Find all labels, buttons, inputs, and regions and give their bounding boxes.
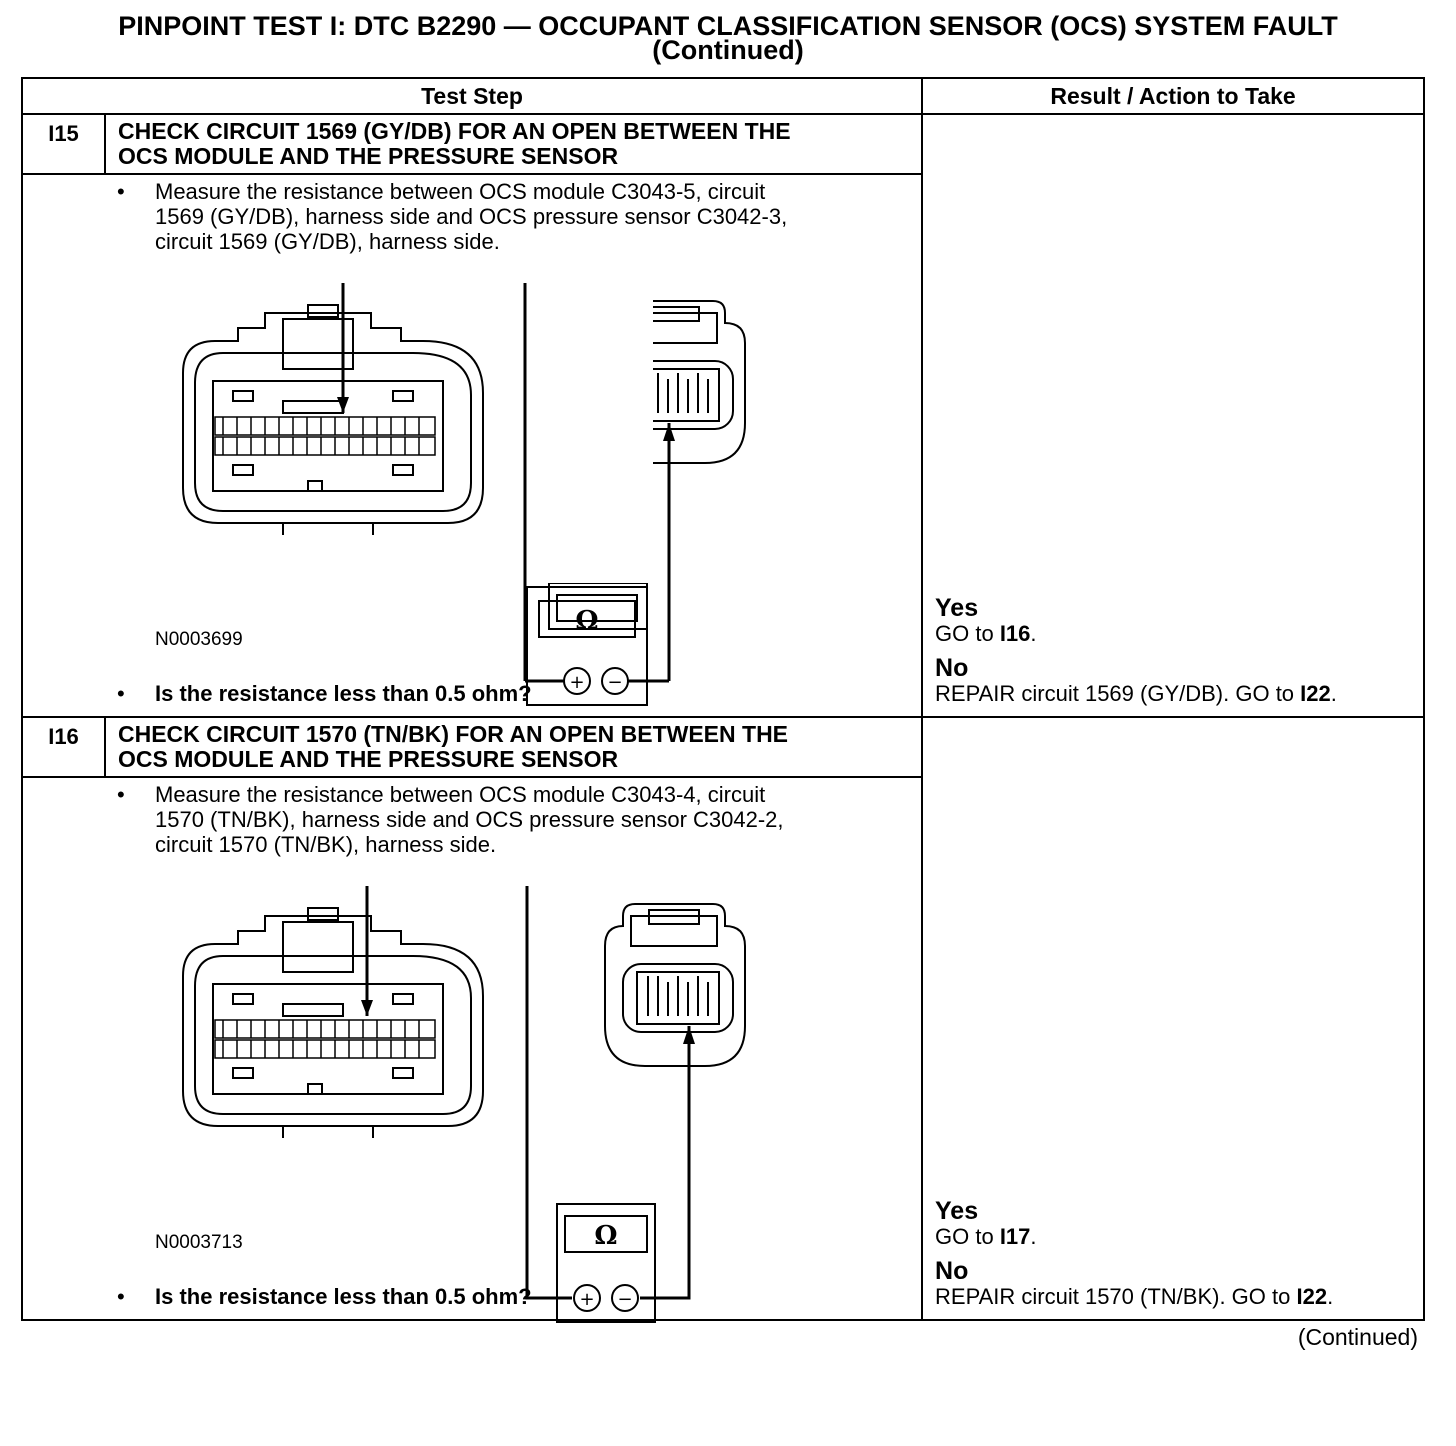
- meter-display-icon: [538, 600, 636, 639]
- bullet: •: [117, 681, 125, 707]
- step-body: • Measure the resistance between OCS mod…: [20, 173, 924, 719]
- figure-id: N0003699: [155, 629, 243, 651]
- minus-symbol: −: [607, 672, 622, 693]
- plus-terminal-icon: [573, 1284, 601, 1313]
- bullet: •: [117, 1284, 125, 1310]
- result-block: Yes GO to I16. No REPAIR circuit 1569 (G…: [935, 595, 1337, 707]
- header-test-step: Test Step: [20, 76, 924, 116]
- continued-label: (Continued): [1297, 1324, 1418, 1350]
- instruction-text: Measure the resistance between OCS modul…: [155, 179, 788, 255]
- probe-arrow-icon: [337, 397, 349, 414]
- page-subtitle: (Continued): [652, 35, 804, 65]
- step-heading-line: OCS MODULE AND THE PRESSURE SENSOR: [118, 746, 619, 773]
- bullet: •: [117, 782, 125, 808]
- no-label: No: [935, 1257, 969, 1286]
- meter-symbol: Ω: [575, 606, 598, 636]
- pin-row-icon: [214, 1019, 436, 1060]
- goto-target: I16: [999, 621, 1031, 647]
- goto-target: I22: [1300, 681, 1331, 707]
- yes-label: Yes: [935, 1197, 979, 1226]
- step-heading-line: CHECK CIRCUIT 1569 (GY/DB) FOR AN OPEN B…: [118, 118, 791, 145]
- step-heading: CHECK CIRCUIT 1570 (TN/BK) FOR AN OPEN B…: [103, 716, 924, 779]
- ocs-module-connector-icon: [182, 304, 484, 536]
- yes-action: GO to I16.: [935, 621, 1037, 647]
- connector-diagram: [182, 903, 746, 1139]
- result-block: Yes GO to I17. No REPAIR circuit 1570 (T…: [935, 1198, 1333, 1310]
- step-body: • Measure the resistance between OCS mod…: [20, 776, 924, 1324]
- step-id: I16: [21, 716, 106, 779]
- yes-action: GO to I17.: [935, 1224, 1037, 1250]
- question-text: Is the resistance less than 0.5 ohm?: [155, 1284, 532, 1310]
- header-result-action: Result / Action to Take: [921, 76, 1426, 116]
- pin-row-icon: [214, 416, 436, 457]
- step-heading-line: CHECK CIRCUIT 1570 (TN/BK) FOR AN OPEN B…: [118, 721, 789, 748]
- question-text: Is the resistance less than 0.5 ohm?: [155, 681, 532, 707]
- figure-id: N0003713: [155, 1232, 243, 1254]
- step-id: I15: [21, 113, 106, 176]
- no-action: REPAIR circuit 1570 (TN/BK). GO to I22.: [935, 1284, 1334, 1310]
- meter-symbol: Ω: [594, 1221, 617, 1251]
- meter-case-icon: [526, 586, 648, 707]
- step-heading: CHECK CIRCUIT 1569 (GY/DB) FOR AN OPEN B…: [103, 113, 924, 176]
- ohmmeter-body: Ω + −: [523, 283, 671, 707]
- step-heading-line: OCS MODULE AND THE PRESSURE SENSOR: [118, 143, 619, 170]
- goto-target: I17: [999, 1224, 1031, 1250]
- pinpoint-test-table: Test Step Result / Action to Take I15 CH…: [20, 76, 1426, 1324]
- goto-target: I22: [1296, 1284, 1328, 1310]
- ohmmeter-body: Ω + −: [365, 886, 691, 1324]
- result-cell: Yes GO to I17. No REPAIR circuit 1570 (T…: [921, 716, 1426, 1321]
- no-action: REPAIR circuit 1569 (GY/DB). GO to I22.: [935, 681, 1337, 707]
- ocs-module-connector-icon: [182, 907, 484, 1139]
- meter-case-icon: [556, 1203, 656, 1324]
- plus-symbol: +: [569, 672, 584, 693]
- bullet: •: [117, 179, 125, 205]
- minus-symbol: −: [617, 1289, 632, 1310]
- meter-display-icon: [564, 1215, 648, 1254]
- minus-terminal-icon: [611, 1284, 639, 1313]
- plus-symbol: +: [579, 1289, 594, 1310]
- no-label: No: [935, 654, 969, 683]
- yes-label: Yes: [935, 594, 979, 623]
- pressure-sensor-connector-icon: [604, 903, 746, 1068]
- instruction-text: Measure the resistance between OCS modul…: [155, 782, 784, 858]
- page-title: PINPOINT TEST I: DTC B2290 — OCCUPANT CL…: [118, 11, 1338, 41]
- result-cell: Yes GO to I16. No REPAIR circuit 1569 (G…: [921, 113, 1426, 719]
